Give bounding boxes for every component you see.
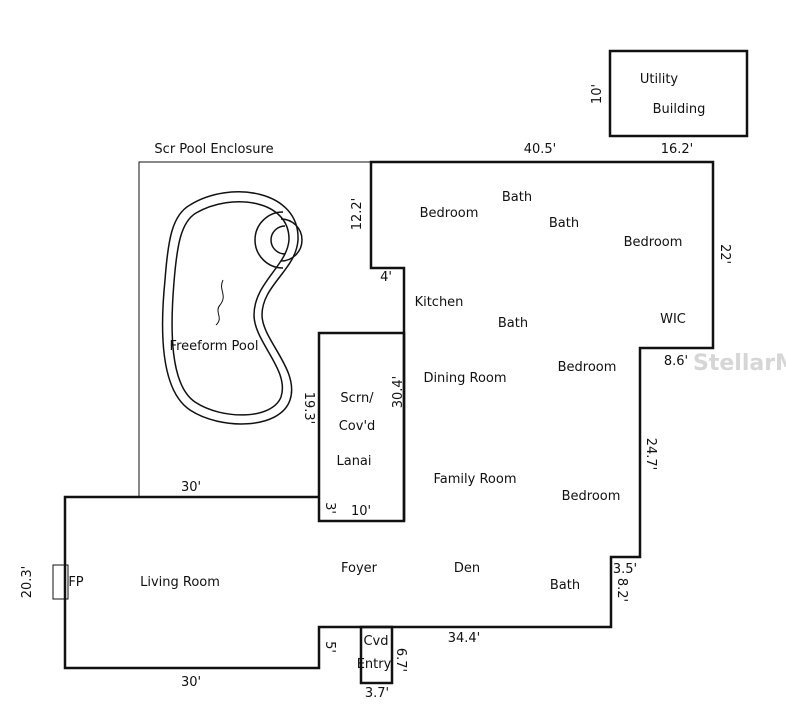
room-label-fireplace: FP: [68, 575, 83, 590]
utility-building-outline: [608, 49, 749, 138]
room-label-foyer: Foyer: [341, 561, 378, 576]
room-label-utility: Utility: [640, 72, 679, 87]
room-label-bedroom: Bedroom: [624, 235, 683, 250]
room-label-building: Building: [653, 102, 706, 117]
room-label-den: Den: [454, 561, 480, 576]
room-label-cvd: Cvd: [363, 634, 388, 649]
lanai-outline: [317, 331, 406, 523]
room-label-bath: Bath: [502, 190, 532, 205]
room-label-bath: Bath: [498, 316, 528, 331]
room-label-bath: Bath: [550, 578, 580, 593]
house-outline: [63, 160, 715, 670]
room-label-bedroom: Bedroom: [558, 360, 617, 375]
dim-top-right: 16.2': [661, 142, 694, 157]
dim-34-4: 34.4': [448, 631, 481, 646]
dim-utility-height: 10': [590, 84, 605, 104]
dim-8-6: 8.6': [664, 354, 688, 369]
dim-19-3: 19.3': [301, 392, 316, 425]
dim-3: 3': [322, 502, 337, 514]
room-label-lanai: Scrn/: [340, 391, 374, 406]
room-label-bedroom: Bedroom: [420, 206, 479, 221]
dim-30-top: 30': [181, 480, 201, 495]
dim-4: 4': [380, 270, 392, 285]
room-label-pool: Freeform Pool: [170, 339, 259, 354]
dim-20-3: 20.3': [20, 566, 35, 599]
room-label-pool-enclosure: Scr Pool Enclosure: [154, 142, 273, 157]
room-label-dining: Dining Room: [423, 371, 506, 386]
watermark: StellarMLS: [693, 351, 786, 376]
dim-3-7: 3.7': [365, 686, 389, 701]
dim-22: 22': [717, 244, 732, 264]
room-label-wic: WIC: [660, 312, 686, 327]
room-label-lanai: Lanai: [336, 454, 371, 469]
dim-30-bottom: 30': [181, 675, 201, 690]
pool-shape: [161, 191, 303, 425]
room-label-living: Living Room: [140, 575, 220, 590]
covered-entry-outline: [359, 625, 394, 685]
dim-12-2: 12.2': [350, 198, 365, 231]
dim-30-4: 30.4': [391, 376, 406, 409]
fireplace-outline: [52, 564, 69, 600]
room-label-kitchen: Kitchen: [415, 295, 464, 310]
pool-enclosure-outline: [138, 161, 371, 497]
room-label-bath: Bath: [549, 216, 579, 231]
room-label-lanai: Cov'd: [339, 419, 376, 434]
room-label-family: Family Room: [434, 472, 517, 487]
room-label-entry: Entry: [357, 657, 392, 672]
dim-6-7: 6.7': [393, 648, 408, 672]
room-label-bedroom: Bedroom: [562, 489, 621, 504]
dim-top-main: 40.5': [524, 142, 557, 157]
dim-10: 10': [351, 504, 371, 519]
dim-8-2: 8.2': [614, 578, 629, 602]
dim-3-5: 3.5': [613, 562, 637, 577]
dim-24-7: 24.7': [643, 438, 658, 471]
dim-5: 5': [322, 641, 337, 653]
